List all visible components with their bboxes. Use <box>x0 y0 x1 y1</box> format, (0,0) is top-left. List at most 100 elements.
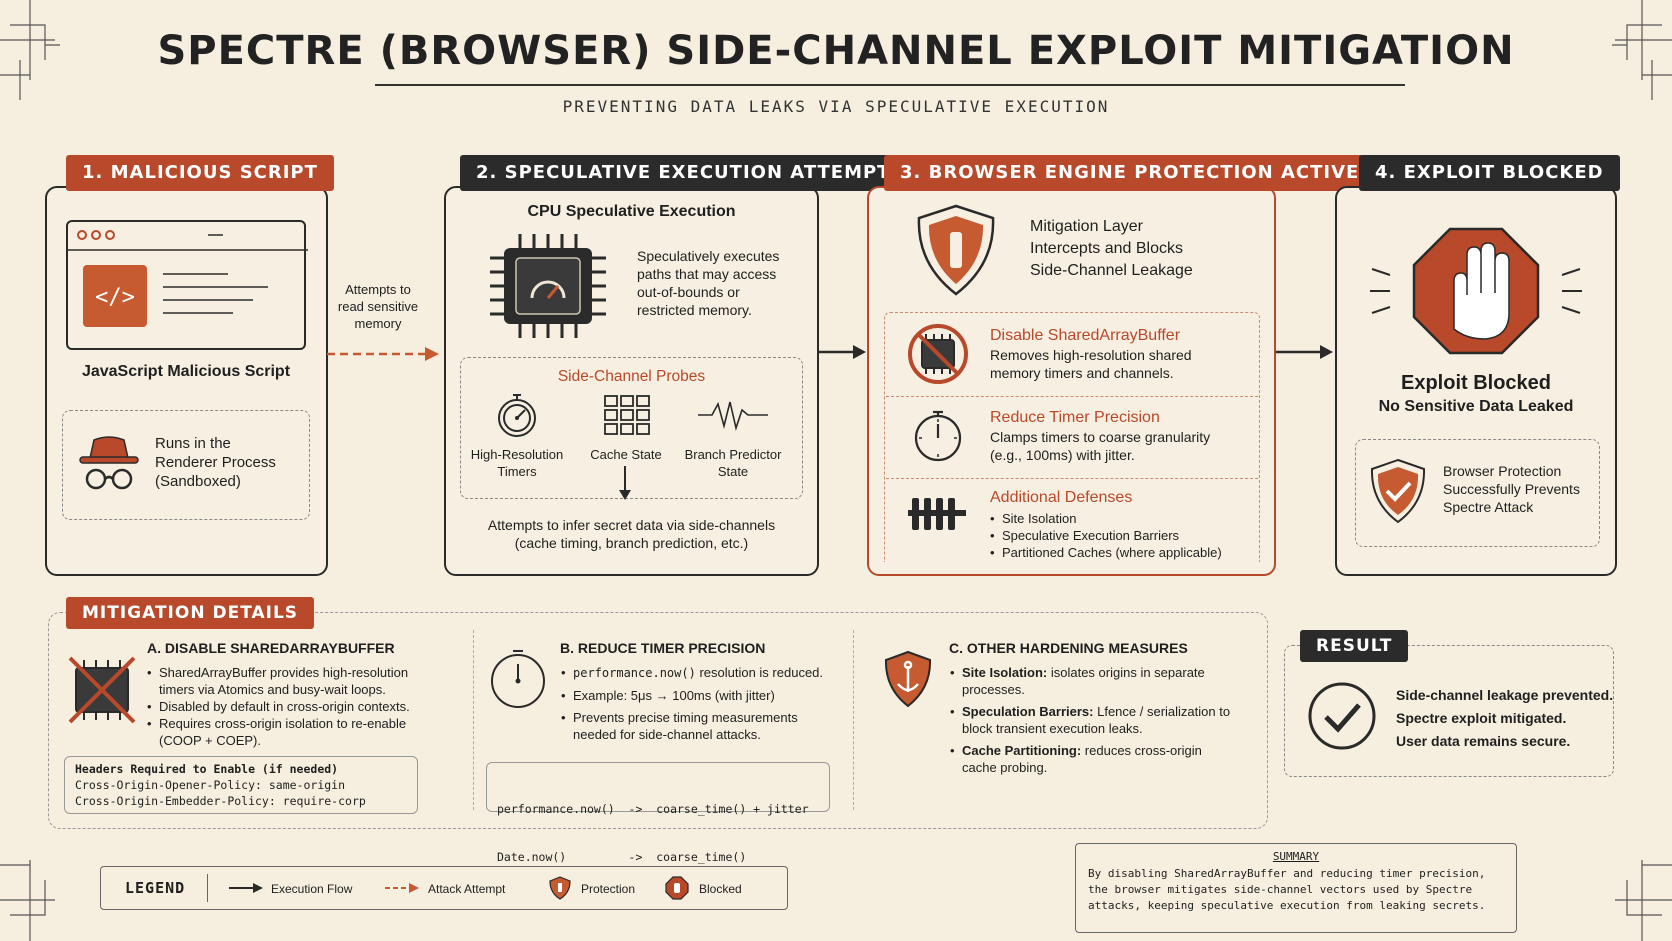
browser-protection-box <box>1355 439 1600 547</box>
attack-label: Attempts to read sensitive memory <box>328 281 428 332</box>
details-separator-1 <box>473 630 474 810</box>
step3-tab: 3. BROWSER ENGINE PROTECTION ACTIVE <box>884 155 1376 191</box>
code-coep: Cross-Origin-Embedder-Policy: require-co… <box>75 794 366 808</box>
title-underline <box>375 84 1405 86</box>
corner-ornament-bl <box>0 860 55 941</box>
legend-exec-label: Execution Flow <box>271 882 353 896</box>
additional-defenses-list: Site Isolation Speculative Execution Bar… <box>990 510 1255 561</box>
step2-footer: Attempts to infer secret data via side-c… <box>444 516 819 552</box>
details-c-title: C. OTHER HARDENING MEASURES <box>949 640 1188 656</box>
c3-bold: Cache Partitioning: <box>962 743 1082 758</box>
result-check-icon <box>1308 682 1376 750</box>
defense-divider-2 <box>886 478 1258 479</box>
details-b-item-2: Example: 5μs → 100ms (with jitter) <box>561 687 841 704</box>
probe-timers-label: High-Resolution Timers <box>462 446 572 480</box>
details-c-item-1: Site Isolation: isolates origins in sepa… <box>950 664 1240 698</box>
step1-tab: 1. MALICIOUS SCRIPT <box>66 155 334 191</box>
check-shield-icon <box>1370 458 1426 524</box>
details-clock-icon <box>491 650 545 708</box>
details-c-list: Site Isolation: isolates origins in sepa… <box>950 664 1240 776</box>
legend-blocked-icon <box>665 876 689 900</box>
bp-line1: Browser Protection <box>1443 463 1562 479</box>
code-headers-title: Headers Required to Enable (if needed) <box>75 762 339 776</box>
summary-title: SUMMARY <box>1272 850 1320 863</box>
defense-timer-line1: Clamps timers to coarse granularity <box>990 429 1211 445</box>
additional-defense-item: Site Isolation <box>990 510 1255 527</box>
code-perf-now: performance.now() -> coarse_time() + jit… <box>497 802 809 816</box>
execution-flow-arrow-3 <box>1276 345 1333 359</box>
legend-protection-label: Protection <box>581 882 636 896</box>
legend-attack-label: Attack Attempt <box>428 882 506 896</box>
mitigation-layer-text: Mitigation Layer Intercepts and Blocks S… <box>1030 216 1260 282</box>
legend-protection-icon <box>549 876 571 900</box>
cpu-chip-icon <box>490 234 606 338</box>
result-text: Side-channel leakage prevented. Spectre … <box>1396 684 1613 753</box>
attack-label-line1: Attempts to <box>345 282 411 297</box>
defense-sab-line2: memory timers and channels. <box>990 365 1174 381</box>
cpu-desc-line1: Speculatively executes <box>637 248 780 264</box>
c2-rest: Lfence / serialization to block transien… <box>962 704 1231 736</box>
details-b-item-3: Prevents precise timing measurements nee… <box>561 709 841 743</box>
crossed-chip-icon <box>68 656 136 724</box>
summary-line2: the browser mitigates side-channel vecto… <box>1088 883 1473 896</box>
probe-branch-label: Branch Predictor State <box>673 446 793 480</box>
probes-title: Side-Channel Probes <box>557 368 706 385</box>
cpu-desc-line4: restricted memory. <box>637 302 752 318</box>
legend-divider <box>207 874 208 902</box>
renderer-text: Runs in the Renderer Process (Sandboxed) <box>155 434 305 491</box>
browser-protection-text: Browser Protection Successfully Prevents… <box>1443 462 1593 516</box>
renderer-process-box <box>62 410 310 520</box>
branch-predictor-icon <box>698 401 768 431</box>
mitigation-line2: Intercepts and Blocks <box>1030 240 1183 257</box>
mitigation-line1: Mitigation Layer <box>1030 218 1143 235</box>
hardening-shield-icon <box>884 650 932 708</box>
additional-defense-item: Partitioned Caches (where applicable) <box>990 544 1255 561</box>
exploit-blocked-subtitle: No Sensitive Data Leaked <box>1378 398 1574 415</box>
defense-sab-line1: Removes high-resolution shared <box>990 347 1192 363</box>
legend-blocked-label: Blocked <box>699 882 742 896</box>
stop-hand-icon <box>1370 227 1582 355</box>
mitigation-details-box <box>48 612 1268 829</box>
cpu-desc-line3: out-of-bounds or <box>637 284 740 300</box>
renderer-line2: Renderer Process <box>155 454 276 471</box>
result-line2: Spectre exploit mitigated. <box>1396 710 1567 726</box>
cache-state-icon <box>604 395 650 435</box>
probe-timers-line1: High-Resolution <box>470 447 564 462</box>
summary-box <box>1075 843 1517 933</box>
summary-text: By disabling SharedArrayBuffer and reduc… <box>1088 866 1508 914</box>
attack-label-line2: read sensitive <box>337 299 419 314</box>
code-date-now: Date.now() -> coarse_time() <box>497 850 747 864</box>
step4-tab: 4. EXPLOIT BLOCKED <box>1359 155 1620 191</box>
b-item1-code: performance.now() <box>573 666 696 680</box>
probe-cache-label: Cache State <box>590 447 662 462</box>
b-item1-rest: resolution is reduced. <box>695 665 824 680</box>
defenses-box <box>884 312 1260 562</box>
details-separator-2 <box>853 630 854 810</box>
bp-line3: Spectre Attack <box>1443 499 1534 515</box>
result-line3: User data remains secure. <box>1396 733 1571 749</box>
details-c-item-2: Speculation Barriers: Lfence / serializa… <box>950 703 1240 737</box>
defense-sab: Disable SharedArrayBuffer Removes high-r… <box>990 326 1250 382</box>
page-subtitle: PREVENTING DATA LEAKS VIA SPECULATIVE EX… <box>562 97 1110 116</box>
execution-flow-arrow-2 <box>819 345 866 359</box>
attack-label-line3: memory <box>354 316 402 331</box>
c2-bold: Speculation Barriers: <box>962 704 1094 719</box>
legend-exec-arrow <box>229 883 263 893</box>
page-title: SPECTRE (BROWSER) SIDE-CHANNEL EXPLOIT M… <box>157 28 1515 74</box>
exploit-blocked-title: Exploit Blocked <box>1400 372 1552 394</box>
mitigation-details-tab: MITIGATION DETAILS <box>66 597 315 629</box>
result-line1: Side-channel leakage prevented. <box>1396 687 1614 703</box>
corner-ornament-tr <box>1612 0 1672 100</box>
browser-window-icon: </> <box>66 220 308 350</box>
defense-additional: Additional Defenses Site Isolation Specu… <box>990 488 1255 561</box>
summary-line1: By disabling SharedArrayBuffer and reduc… <box>1088 867 1486 880</box>
step2-footer-line1: Attempts to infer secret data via side-c… <box>487 517 776 533</box>
details-b-title: B. REDUCE TIMER PRECISION <box>560 640 766 656</box>
details-b-list: performance.now() resolution is reduced.… <box>561 664 841 743</box>
summary-line3: attacks, keeping speculative execution f… <box>1088 899 1486 912</box>
probe-down-arrow <box>619 466 631 500</box>
cpu-description: Speculatively executes paths that may ac… <box>637 247 807 319</box>
result-box <box>1284 645 1614 777</box>
details-a-item: Disabled by default in cross-origin cont… <box>147 698 437 715</box>
protection-shield-icon <box>917 204 995 296</box>
